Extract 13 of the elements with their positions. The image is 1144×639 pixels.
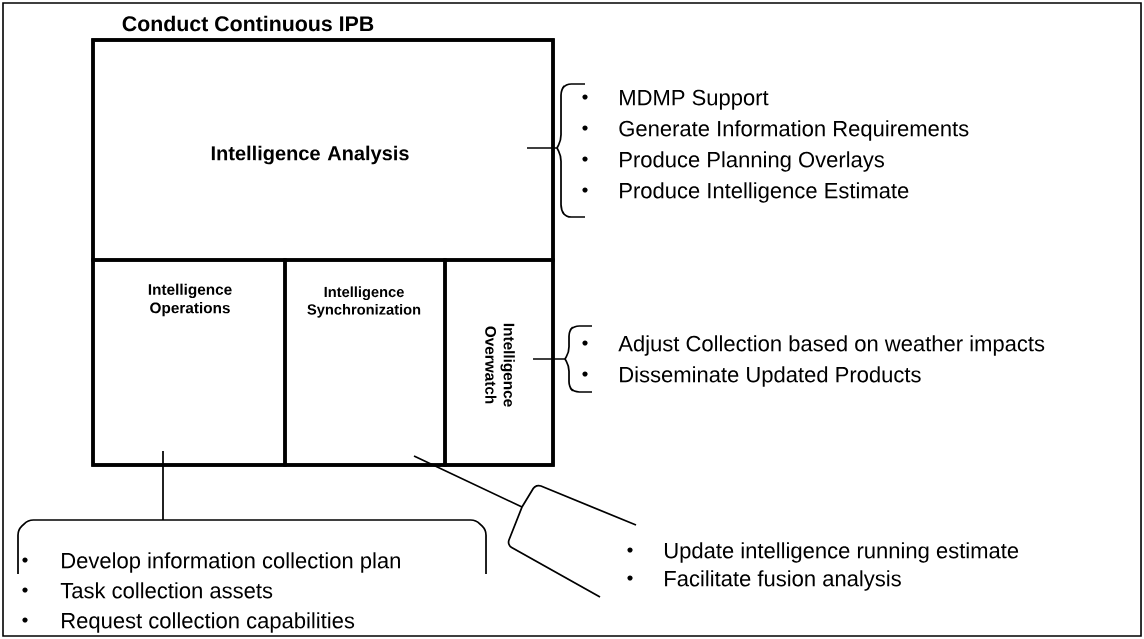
bullet-list: Adjust Collection based on weather impacts Disseminate Updated Products — [618, 335, 1045, 387]
leader-brace — [17, 450, 487, 575]
node-label: Conduct Continuous IPB — [122, 15, 374, 32]
process-box: Intelligence Analysis — [91, 38, 555, 262]
process-box: Intelligence Operations — [91, 258, 287, 467]
leader-brace — [526, 83, 586, 218]
process-box: Intelligence Overwatch — [443, 258, 555, 467]
leader-brace — [413, 455, 637, 598]
bullet-list: MDMP Support Generate Information Requirements Produce Planning Overlays Produce Intelligence Estimate — [619, 89, 969, 203]
bullet-list: Develop information collection plan Task collection assets Request collection capabilities — [60, 552, 400, 633]
leader-brace — [532, 325, 593, 393]
bullet-list: Update intelligence running estimate Facilitate fusion analysis — [664, 542, 1019, 591]
process-box: Intelligence Synchronization — [283, 258, 447, 467]
